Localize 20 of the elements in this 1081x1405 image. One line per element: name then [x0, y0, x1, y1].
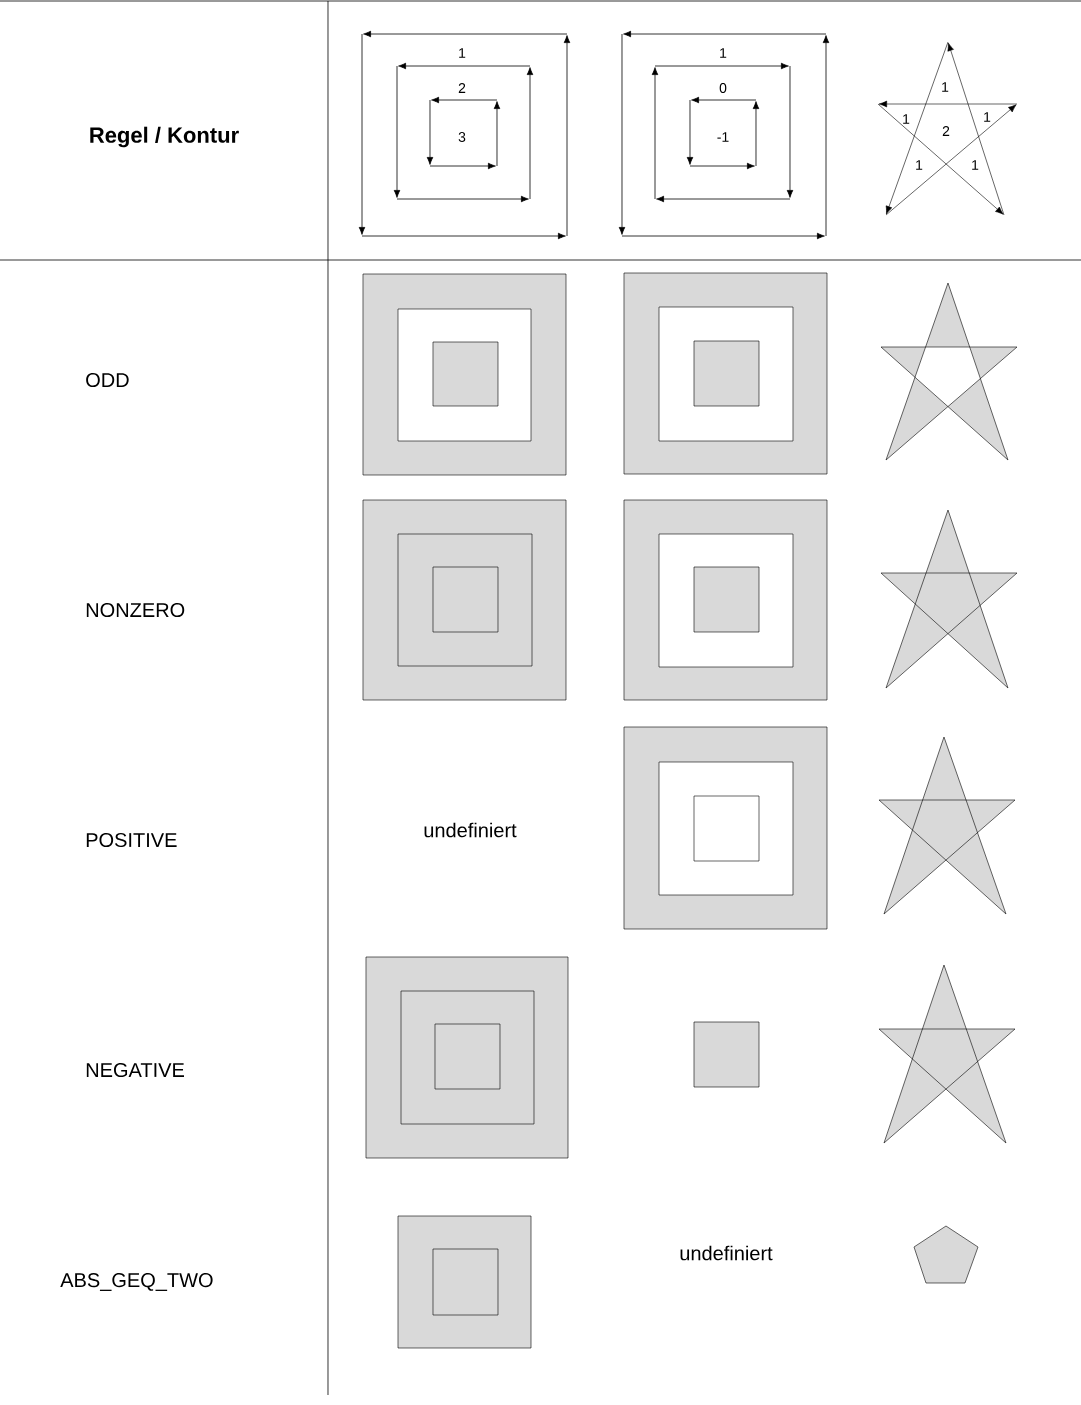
rule-name: ODD	[86, 372, 129, 388]
winding-number: 1	[720, 48, 727, 58]
winding-number: 0	[719, 83, 727, 93]
winding-number: 2	[942, 126, 950, 136]
undefined-note: undefiniert	[680, 1245, 773, 1261]
winding-number: 1	[984, 112, 991, 122]
rule-name: ABS_GEQ_TWO	[60, 1273, 213, 1291]
rule-name: POSITIVE	[86, 832, 177, 848]
rule-name: NONZERO	[86, 602, 185, 618]
winding-number: 3	[458, 132, 466, 142]
winding-number: 1	[916, 160, 923, 170]
undefined-note: undefiniert	[424, 822, 517, 838]
winding-number: 1	[972, 160, 979, 170]
winding-number: 1	[942, 82, 949, 92]
winding-number: 1	[459, 48, 466, 58]
winding-number: 1	[903, 114, 910, 124]
winding-number: -1	[717, 132, 729, 142]
winding-number: 2	[458, 83, 466, 93]
rule-name: NEGATIVE	[86, 1062, 184, 1078]
column-header: Regel / Kontur	[90, 126, 239, 148]
